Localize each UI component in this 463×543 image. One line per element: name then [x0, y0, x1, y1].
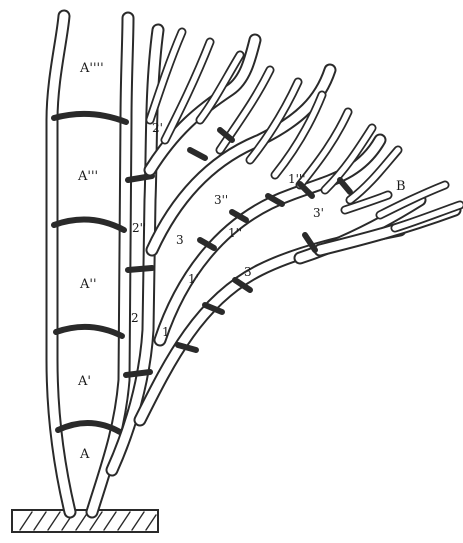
label-a-double-prime: A'': [79, 277, 97, 292]
label-2-double-prime: 2'': [132, 221, 146, 235]
branch-tips: [150, 32, 460, 228]
label-1-prime: 1': [188, 272, 199, 286]
label-3-lower: 3: [244, 265, 252, 279]
label-1-double-prime: 1'': [228, 226, 242, 240]
label-2-prime: 2': [152, 121, 163, 135]
label-1: 1: [162, 325, 170, 339]
label-3-left: 3: [176, 233, 184, 247]
label-a: A: [79, 447, 90, 462]
substrate-base: [12, 510, 158, 532]
label-a-quadruple-prime: A'''': [79, 61, 104, 76]
label-1-triple-prime: 1''': [288, 172, 306, 186]
label-3-prime: 3': [313, 206, 324, 220]
label-a-triple-prime: A''': [77, 169, 98, 184]
label-3-double-prime: 3'': [214, 193, 228, 207]
label-2: 2: [131, 311, 139, 325]
label-a-prime: A': [77, 374, 91, 389]
label-b: B: [396, 179, 406, 194]
main-axis: [52, 16, 128, 512]
